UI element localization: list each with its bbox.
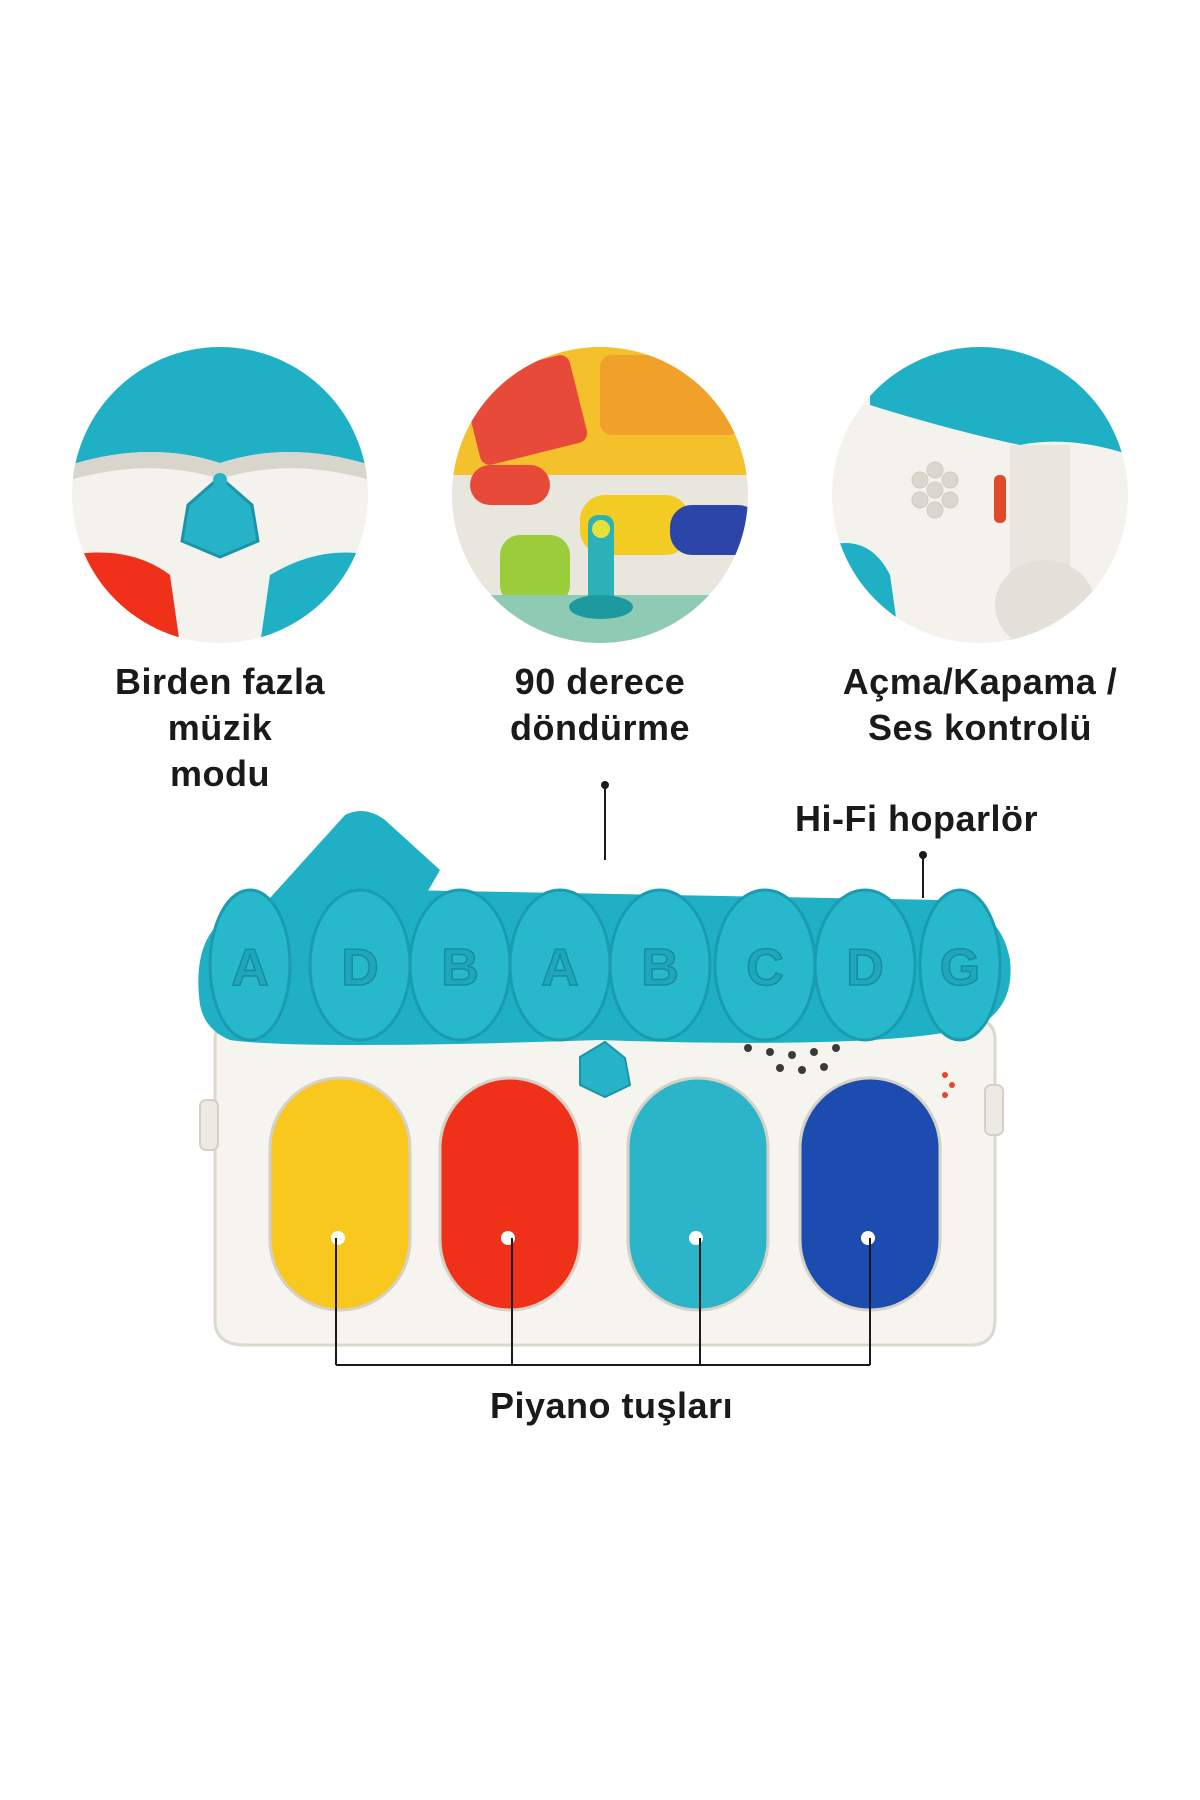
- power-switch-icon: [994, 475, 1006, 523]
- roof-letter: G: [940, 939, 980, 997]
- roof-letter-bump: A: [508, 888, 612, 1042]
- roof-letter-bump: D: [308, 888, 412, 1042]
- roof-letter-bump: D: [813, 888, 917, 1042]
- roof-letter: D: [846, 939, 884, 997]
- feature-caption: Açma/Kapama / Ses kontrolü: [842, 661, 1118, 749]
- piano-key-teal[interactable]: [626, 1076, 770, 1312]
- feature-multi-music: Birden fazla müzik modu: [60, 345, 380, 797]
- speaker-grille: [744, 1044, 840, 1074]
- roof-letter-bump: B: [608, 888, 712, 1042]
- roof-letter: B: [641, 939, 679, 997]
- power-volume-switch-closeup-image: [832, 347, 1128, 643]
- bell-button-closeup-image: [72, 347, 368, 643]
- feature-rotation: 90 derece döndürme: [440, 345, 760, 751]
- feature-power-volume: Açma/Kapama / Ses kontrolü: [820, 345, 1140, 751]
- piano-keys-callout-label: Piyano tuşları: [490, 1385, 734, 1426]
- feature-caption: 90 derece döndürme: [510, 661, 690, 749]
- flower-speaker-icon: [911, 461, 959, 519]
- roof-letter: B: [441, 939, 479, 997]
- callout-lines: [335, 781, 927, 1366]
- bell-button[interactable]: [579, 1040, 632, 1099]
- roof-letter-bump: G: [918, 888, 1002, 1042]
- roof-letter: C: [746, 939, 784, 997]
- piano-key-yellow[interactable]: [268, 1076, 412, 1312]
- roof-letter: A: [541, 939, 579, 997]
- feature-caption: Birden fazla müzik modu: [114, 661, 326, 795]
- roof-letter-bump: C: [713, 888, 817, 1042]
- rotating-post-icon: [588, 515, 614, 605]
- power-indicator: [942, 1072, 955, 1098]
- rotating-post-closeup-image: [452, 347, 748, 643]
- roof-letter-bump: A: [208, 888, 292, 1042]
- speaker-callout-label: Hi-Fi hoparlör: [795, 798, 1038, 839]
- roof-letter: D: [341, 939, 379, 997]
- piano-key-red[interactable]: [438, 1076, 582, 1312]
- roof-letter: A: [231, 939, 269, 997]
- roof-letter-bump: B: [408, 888, 512, 1042]
